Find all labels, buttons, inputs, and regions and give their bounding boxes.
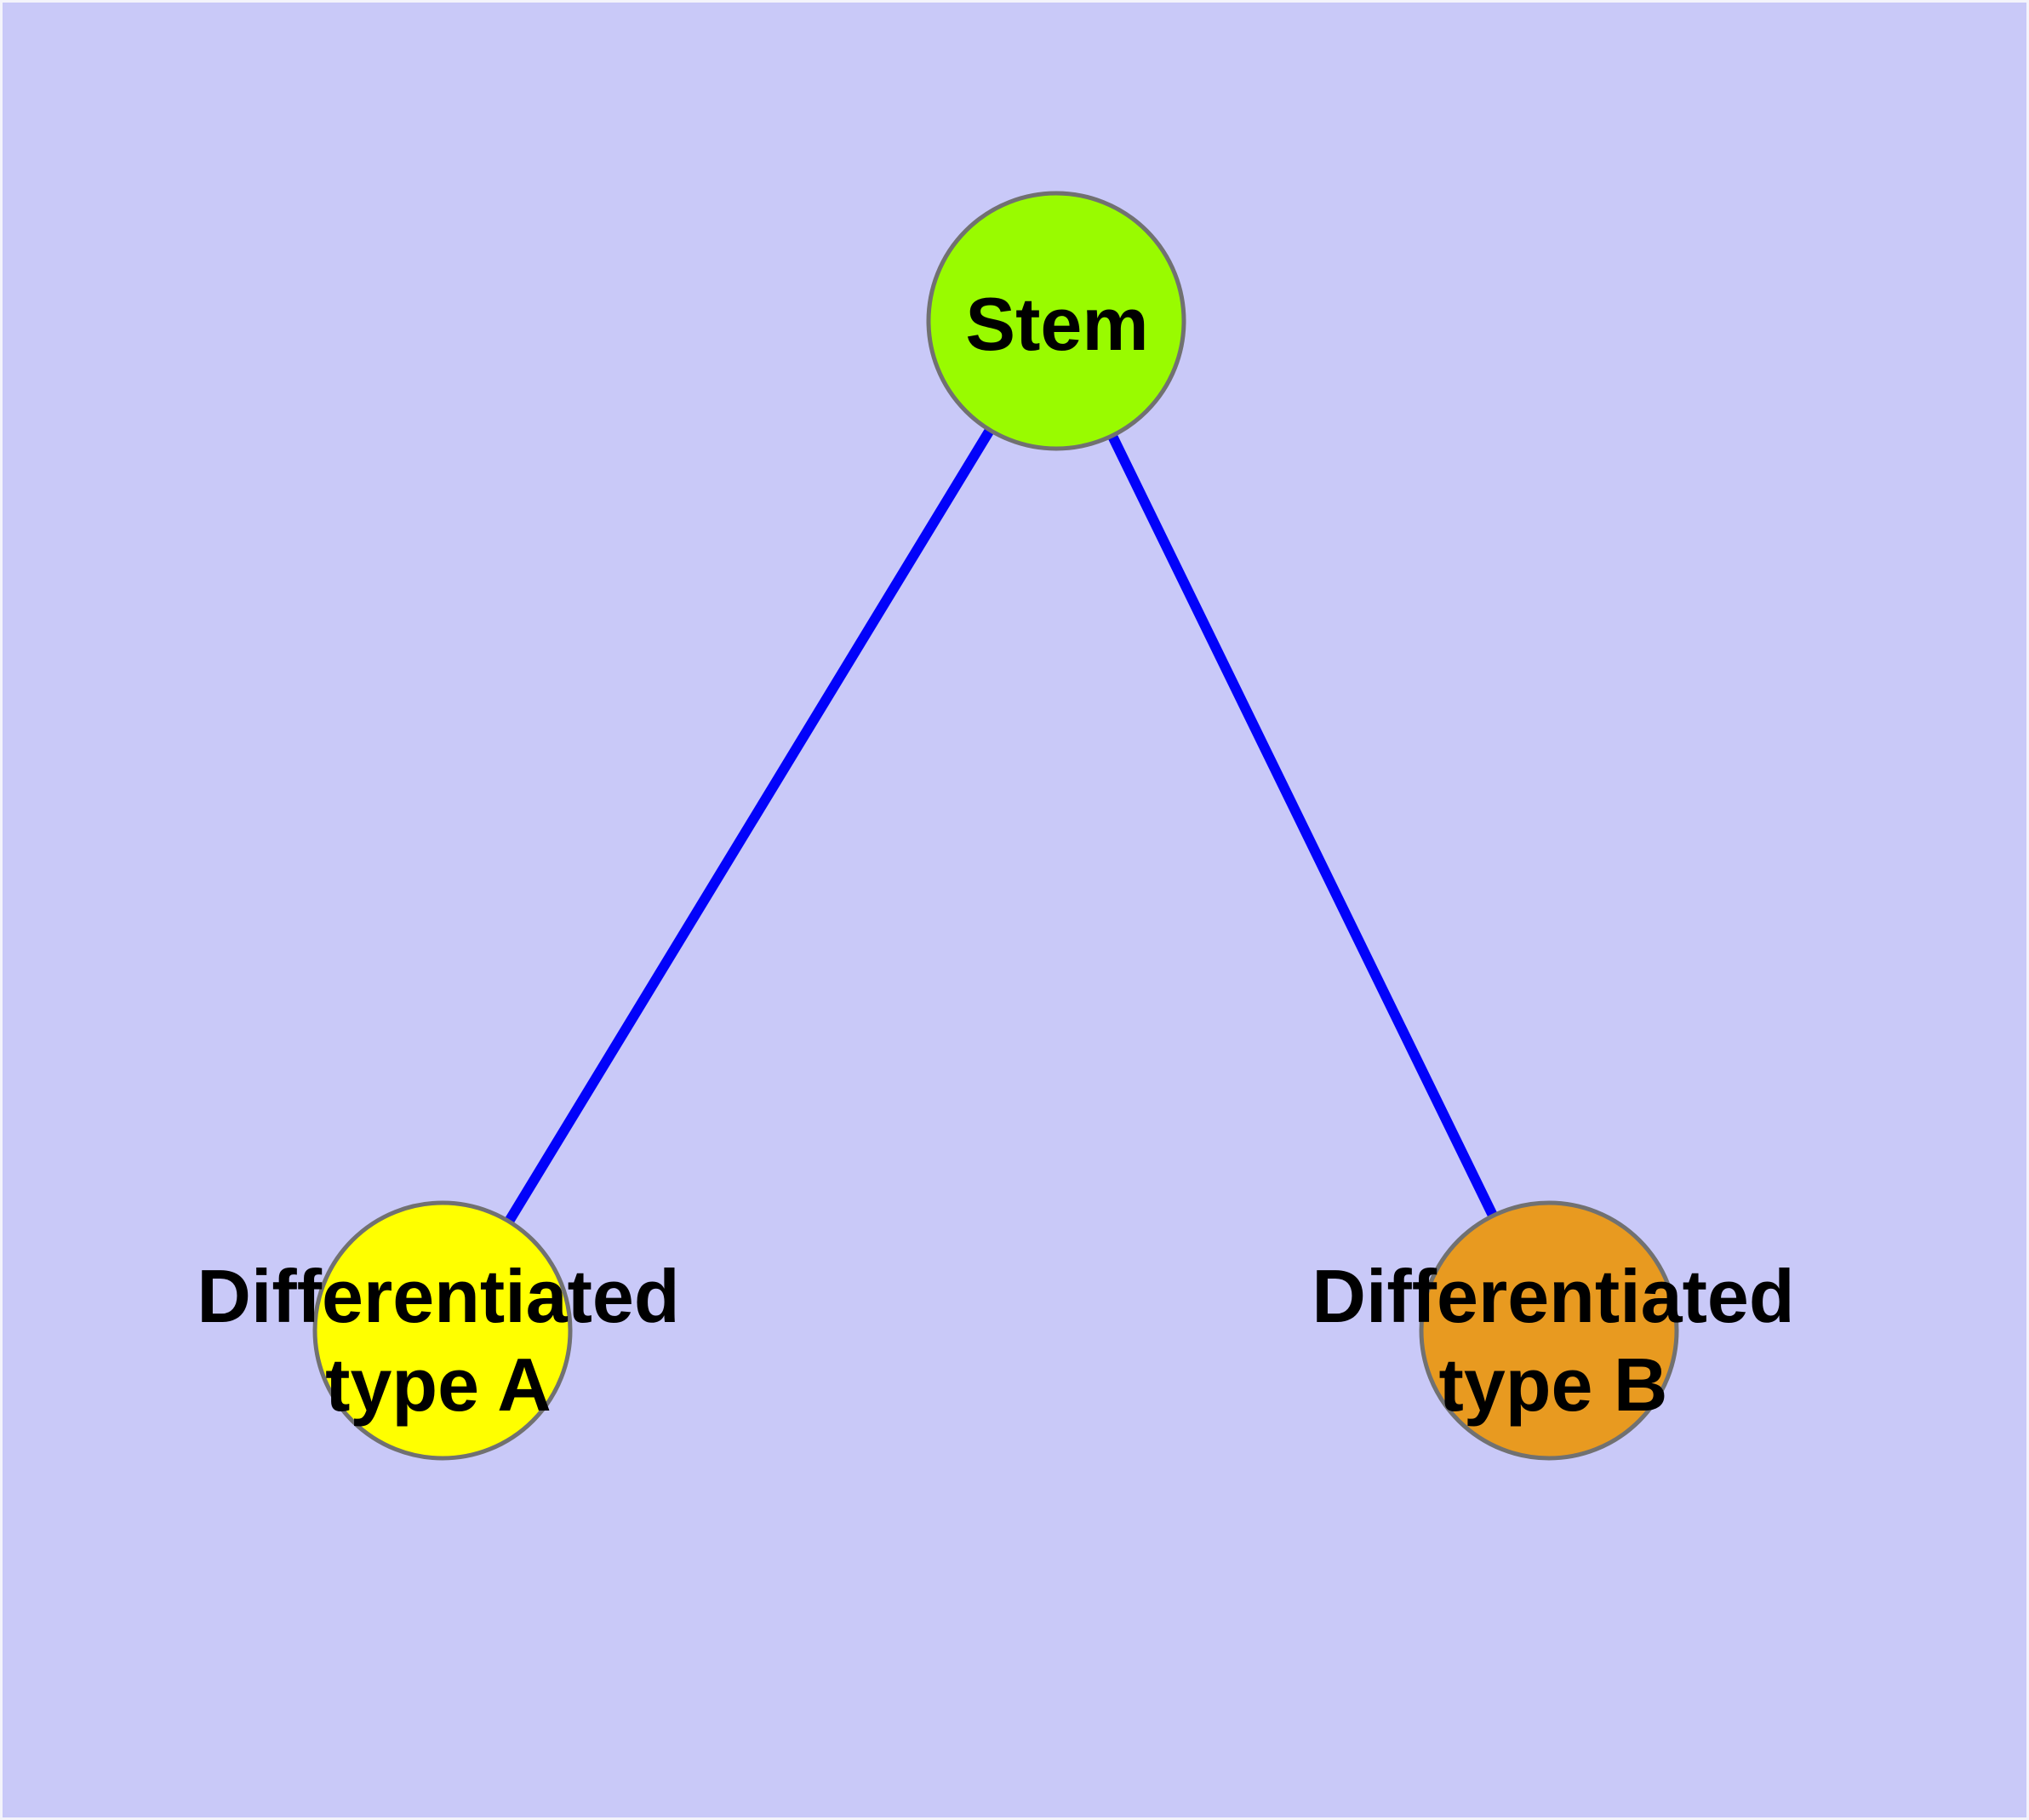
edge-stem-to-type-a (437, 316, 1061, 1336)
node-stem[interactable] (926, 191, 1186, 451)
node-differentiated-type-b[interactable] (1419, 1200, 1679, 1461)
graph-svg (312, 191, 1679, 1461)
edge-stem-to-type-b (1051, 316, 1554, 1336)
node-differentiated-type-a[interactable] (312, 1200, 573, 1461)
